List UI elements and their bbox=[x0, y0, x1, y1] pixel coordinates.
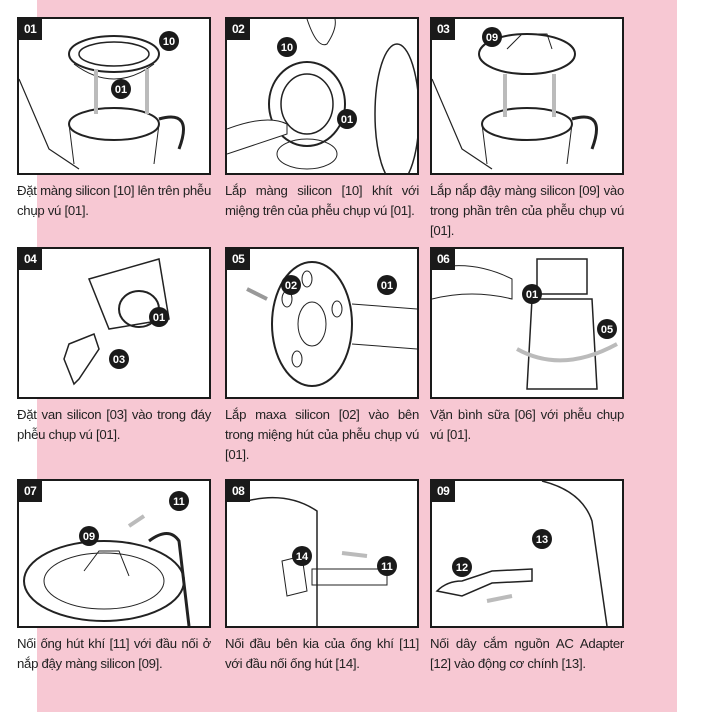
step-number: 06 bbox=[432, 249, 456, 270]
step-number: 02 bbox=[227, 19, 251, 40]
callout-label: 01 bbox=[381, 280, 393, 292]
step-illustration: 08 14 11 bbox=[225, 479, 419, 628]
step-illustration: 01 10 01 bbox=[17, 17, 211, 175]
step-07: 07 11 09 Nối ống hút khí [11] với đầu nố… bbox=[17, 479, 211, 674]
callout-badge bbox=[377, 556, 397, 576]
step-04: 04 01 03 Đặt van silicon [03] vào trong … bbox=[17, 247, 211, 445]
callout-badge bbox=[277, 37, 297, 57]
step-illustration: 06 01 05 bbox=[430, 247, 624, 399]
tube-connector-illustration: 14 11 bbox=[246, 496, 397, 626]
funnel-membrane-illustration: 10 01 bbox=[19, 31, 185, 170]
step-number: 08 bbox=[227, 481, 251, 502]
step-illustration: 02 10 01 bbox=[225, 17, 419, 175]
massage-cushion-illustration: 02 01 bbox=[246, 261, 417, 387]
callout-label: 09 bbox=[486, 32, 498, 44]
step-caption: Lắp nắp đậy màng silicon [09] vào trong … bbox=[430, 183, 624, 238]
callout-badge bbox=[597, 319, 617, 339]
step-number: 05 bbox=[227, 249, 251, 270]
callout-label: 03 bbox=[113, 354, 125, 366]
power-adapter-illustration: 13 12 bbox=[435, 481, 608, 626]
callout-badge bbox=[337, 109, 357, 129]
step-caption: Nối dây cắm nguồn AC Adapter [12] vào độ… bbox=[430, 636, 624, 671]
step-03: 03 09 Lắp nắp đậy màng silicon [09] vào … bbox=[430, 17, 624, 241]
callout-badge bbox=[377, 275, 397, 295]
valve-illustration: 01 03 bbox=[63, 258, 170, 386]
callout-badge bbox=[452, 557, 472, 577]
step-02: 02 10 01 Lắp màng silicon [10] khít với … bbox=[225, 17, 419, 221]
callout-label: 02 bbox=[285, 280, 297, 292]
step-08: 08 14 11 Nối đầu bên kia của ống khí [11… bbox=[225, 479, 419, 674]
callout-badge bbox=[149, 307, 169, 327]
air-tube-cap-illustration: 11 09 bbox=[23, 491, 191, 626]
membrane-fit-illustration: 10 01 bbox=[227, 19, 417, 173]
callout-label: 01 bbox=[153, 312, 165, 324]
callout-badge bbox=[532, 529, 552, 549]
step-illustration: 07 11 09 bbox=[17, 479, 211, 628]
callout-badge bbox=[292, 546, 312, 566]
step-caption: Đặt màng silicon [10] lên trên phễu chụp… bbox=[17, 183, 211, 218]
callout-label: 10 bbox=[163, 36, 175, 48]
callout-badge bbox=[169, 491, 189, 511]
callout-label: 12 bbox=[456, 562, 468, 574]
step-number: 01 bbox=[19, 19, 43, 40]
step-09: 09 13 12 Nối dây cắm nguồn AC Adapter [1… bbox=[430, 479, 624, 674]
step-caption: Lắp maxa silicon [02] vào bên trong miện… bbox=[225, 407, 419, 462]
callout-badge bbox=[111, 79, 131, 99]
step-caption: Nối đầu bên kia của ống khí [11] với đầu… bbox=[225, 636, 419, 671]
callout-badge bbox=[522, 284, 542, 304]
step-caption: Đặt van silicon [03] vào trong đáy phễu … bbox=[17, 407, 211, 442]
bottle-illustration: 01 05 bbox=[432, 258, 618, 390]
step-number: 04 bbox=[19, 249, 43, 270]
step-caption: Vặn bình sữa [06] với phễu chụp vú [01]. bbox=[430, 407, 624, 442]
step-caption: Nối ống hút khí [11] với đầu nối ở nắp đ… bbox=[17, 636, 211, 671]
step-number: 07 bbox=[19, 481, 43, 502]
callout-label: 13 bbox=[536, 534, 548, 546]
callout-label: 05 bbox=[601, 324, 613, 336]
callout-label: 11 bbox=[381, 561, 393, 573]
step-illustration: 05 02 01 bbox=[225, 247, 419, 399]
step-number: 09 bbox=[432, 481, 456, 502]
step-06: 06 01 05 Vặn bình sữa [06] với phễu chụp… bbox=[430, 247, 624, 445]
cap-fit-illustration: 09 bbox=[432, 27, 598, 170]
callout-label: 11 bbox=[173, 496, 185, 508]
step-illustration: 04 01 03 bbox=[17, 247, 211, 399]
step-05: 05 02 01 Lắp maxa silicon [02] vào bên t… bbox=[225, 247, 419, 465]
callout-label: 01 bbox=[115, 84, 127, 96]
step-illustration: 03 09 bbox=[430, 17, 624, 175]
step-number: 03 bbox=[432, 19, 456, 40]
callout-label: 14 bbox=[296, 551, 309, 563]
callout-badge bbox=[79, 526, 99, 546]
callout-label: 10 bbox=[281, 42, 293, 54]
step-illustration: 09 13 12 bbox=[430, 479, 624, 628]
callout-label: 09 bbox=[83, 531, 95, 543]
callout-badge bbox=[482, 27, 502, 47]
step-caption: Lắp màng silicon [10] khít với miệng trê… bbox=[225, 183, 419, 218]
callout-badge bbox=[109, 349, 129, 369]
callout-label: 01 bbox=[526, 289, 538, 301]
step-01: 01 10 01 Đặt màng silicon [10] lên trên … bbox=[17, 17, 211, 221]
callout-label: 01 bbox=[341, 114, 353, 126]
callout-badge bbox=[159, 31, 179, 51]
callout-badge bbox=[281, 275, 301, 295]
